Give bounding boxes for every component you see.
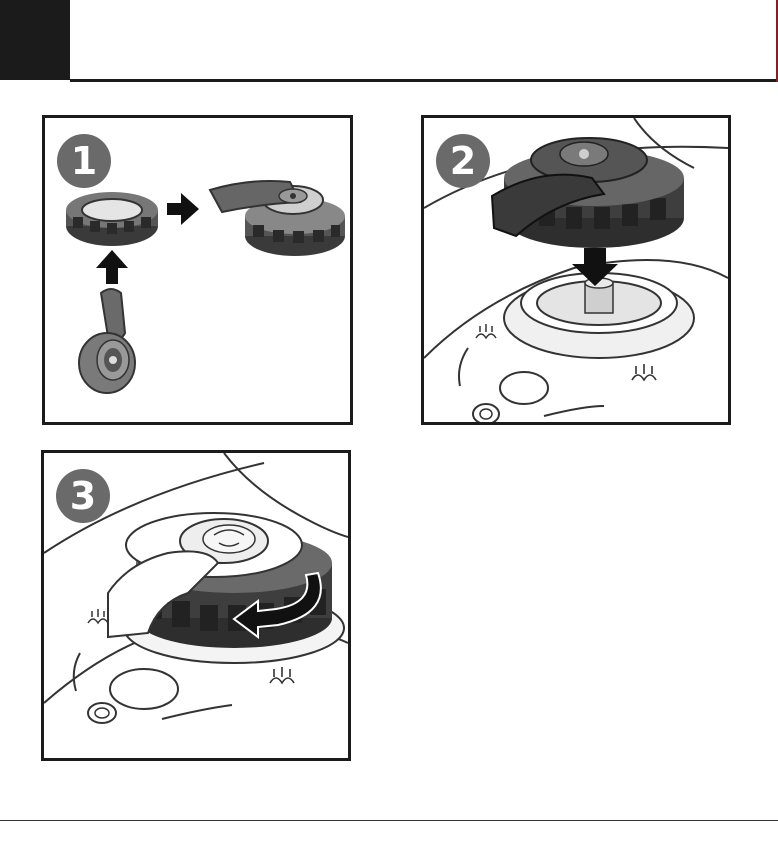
step-2-number: 2 (450, 139, 476, 183)
assembled-valve-part (210, 181, 345, 256)
header-rule (70, 79, 776, 82)
step-3-panel: 3 (41, 450, 351, 761)
valve-assembly (492, 138, 684, 248)
arrow-right-icon (167, 193, 199, 225)
step-1-badge: 1 (57, 134, 111, 188)
step-1-panel: 1 (42, 115, 353, 425)
step-3-number: 3 (70, 474, 96, 518)
steam-symbol-small-icon (476, 324, 496, 338)
step-2-panel: 2 (421, 115, 731, 425)
step-3-badge: 3 (56, 469, 110, 523)
arrow-up-icon (96, 250, 128, 284)
dial-icon (88, 703, 116, 723)
steam-symbol-icon (632, 364, 656, 380)
lever-part (79, 289, 135, 393)
control-button (110, 669, 178, 709)
fitted-valve (108, 513, 332, 648)
steam-symbol-icon (270, 667, 294, 683)
steam-symbol-small-icon (88, 609, 108, 623)
footer-rule (0, 820, 778, 821)
header-block (0, 0, 70, 80)
valve-socket (504, 273, 694, 358)
control-button (500, 372, 548, 404)
step-2-badge: 2 (436, 134, 490, 188)
ring-part (66, 192, 158, 246)
step-1-number: 1 (71, 139, 97, 183)
